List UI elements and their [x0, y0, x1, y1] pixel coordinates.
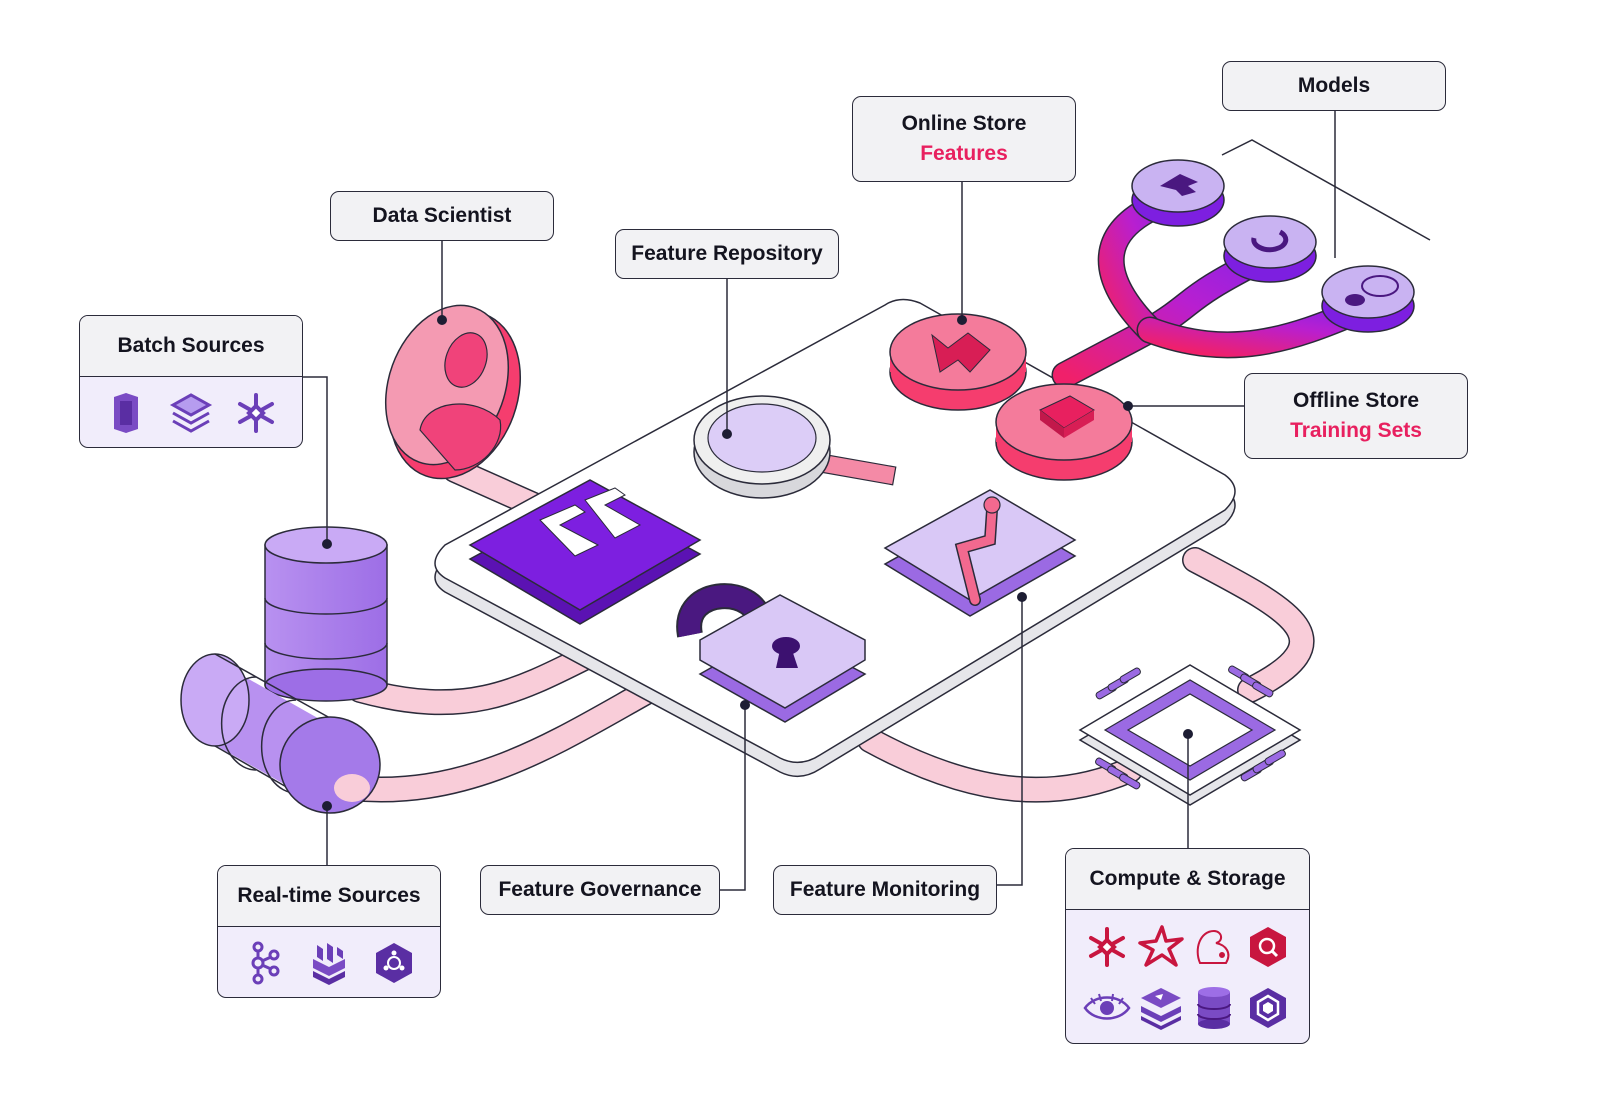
sklearn-icon [1345, 294, 1365, 306]
data-scientist-figure [384, 304, 522, 480]
model-disc-sklearn [1321, 265, 1415, 333]
tensorflow-icon [1160, 174, 1198, 196]
squirrel-icon [1190, 923, 1238, 971]
redis-icon [1137, 984, 1185, 1032]
hive-icon [1083, 984, 1131, 1032]
batch-sources-card: Batch Sources [79, 315, 303, 448]
featureform-logo-tile [468, 479, 702, 625]
feature-repository-magnifier [693, 395, 897, 499]
models-bracket [1221, 139, 1431, 241]
pytorch-icon [1251, 229, 1289, 253]
label-connectors [302, 110, 1336, 891]
realtime-stream-cylinder [180, 653, 381, 814]
dynamodb-icon [1190, 984, 1238, 1032]
spark-icon [1137, 923, 1185, 971]
offline-store-title: Offline Store [1292, 389, 1419, 412]
kafka-icon [240, 939, 288, 987]
model-disc-pytorch [1223, 215, 1317, 283]
offline-store-subtitle: Training Sets [1290, 419, 1422, 442]
offline-store-disc [995, 383, 1133, 481]
compute-storage-icons [1066, 910, 1309, 1043]
connector-dots [322, 315, 1193, 811]
online-store-disc [889, 313, 1027, 411]
aws-s3-icon [102, 389, 150, 437]
batch-sources-icons [80, 377, 302, 447]
models-label: Models [1222, 61, 1446, 111]
offline-store-label: Offline Store Training Sets [1244, 373, 1468, 459]
batch-database-cylinder [264, 526, 388, 702]
compute-storage-card: Compute & Storage [1065, 848, 1310, 1044]
bigquery-icon [1244, 923, 1292, 971]
model-disc-tensorflow [1131, 159, 1225, 227]
feature-monitoring-tile [883, 489, 1077, 617]
databricks-icon [167, 389, 215, 437]
compute-storage-title: Compute & Storage [1066, 849, 1309, 910]
snowflake-icon [232, 389, 280, 437]
feature-monitoring-text: Feature Monitoring [789, 878, 981, 901]
pubsub-icon [370, 939, 418, 987]
batch-sources-title: Batch Sources [80, 316, 302, 377]
feature-governance-label: Feature Governance [480, 865, 720, 915]
realtime-sources-icons [218, 927, 440, 997]
online-store-subtitle: Features [920, 142, 1008, 165]
models-label-text: Models [1297, 74, 1371, 97]
feature-repository-label: Feature Repository [615, 229, 839, 279]
data-scientist-label: Data Scientist [330, 191, 554, 241]
realtime-sources-title: Real-time Sources [218, 866, 440, 927]
feature-monitoring-label: Feature Monitoring [773, 865, 997, 915]
online-store-title: Online Store [901, 112, 1027, 135]
data-scientist-text: Data Scientist [372, 204, 512, 227]
models-branches [1051, 186, 1374, 389]
feature-repository-text: Feature Repository [631, 242, 823, 265]
data-pipes [337, 457, 1315, 803]
feature-governance-text: Feature Governance [498, 878, 702, 901]
kinesis-icon [305, 939, 353, 987]
realtime-sources-card: Real-time Sources [217, 865, 441, 998]
feature-governance-lock [676, 583, 867, 723]
snowflake-icon [1083, 923, 1131, 971]
online-store-label: Online Store Features [852, 96, 1076, 182]
bigtable-icon [1244, 984, 1292, 1032]
